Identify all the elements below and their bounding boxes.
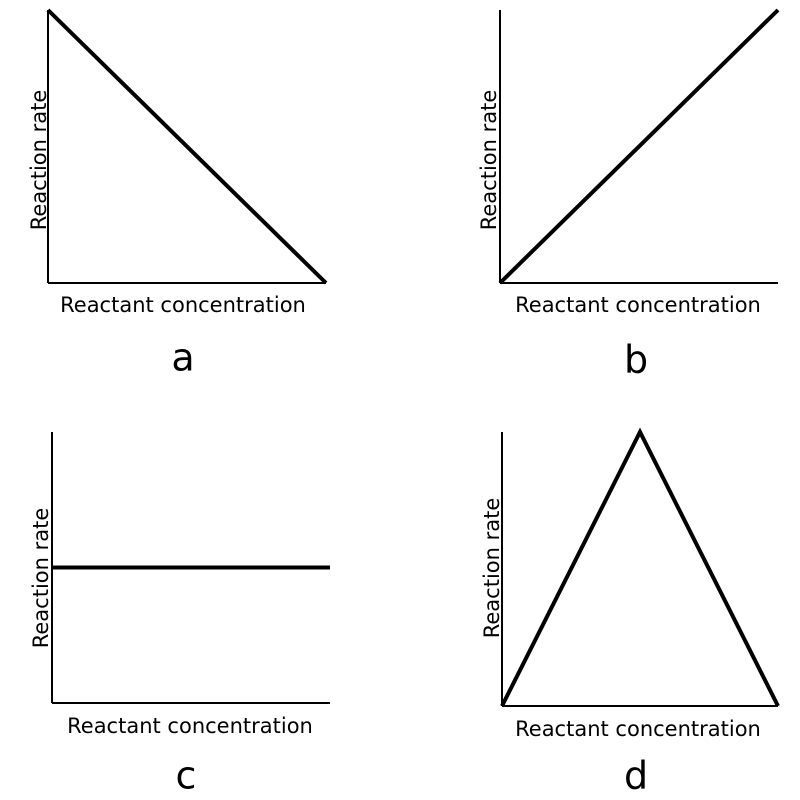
chart-panel-c: Reactant concentration Reaction rate c <box>29 432 330 798</box>
y-axis-label: Reaction rate <box>27 90 51 231</box>
panel-label: b <box>624 338 648 382</box>
chart-panel-a: Reactant concentration Reaction rate a <box>27 8 328 380</box>
x-axis-label: Reactant concentration <box>60 293 306 317</box>
y-axis-label: Reaction rate <box>477 90 501 231</box>
chart-panel-b: Reactant concentration Reaction rate b <box>477 8 780 382</box>
x-axis-label: Reactant concentration <box>67 714 313 738</box>
x-axis-label: Reactant concentration <box>515 717 761 741</box>
y-axis-label: Reaction rate <box>29 508 53 649</box>
series-line <box>500 427 780 707</box>
series-line <box>46 8 328 285</box>
x-axis-label: Reactant concentration <box>515 293 761 317</box>
chart-panel-d: Reactant concentration Reaction rate d <box>480 427 780 798</box>
panel-label: d <box>624 754 648 798</box>
y-axis-label: Reaction rate <box>480 498 504 639</box>
panel-label: a <box>171 336 194 380</box>
series-line <box>498 8 780 285</box>
panel-label: c <box>176 754 197 798</box>
